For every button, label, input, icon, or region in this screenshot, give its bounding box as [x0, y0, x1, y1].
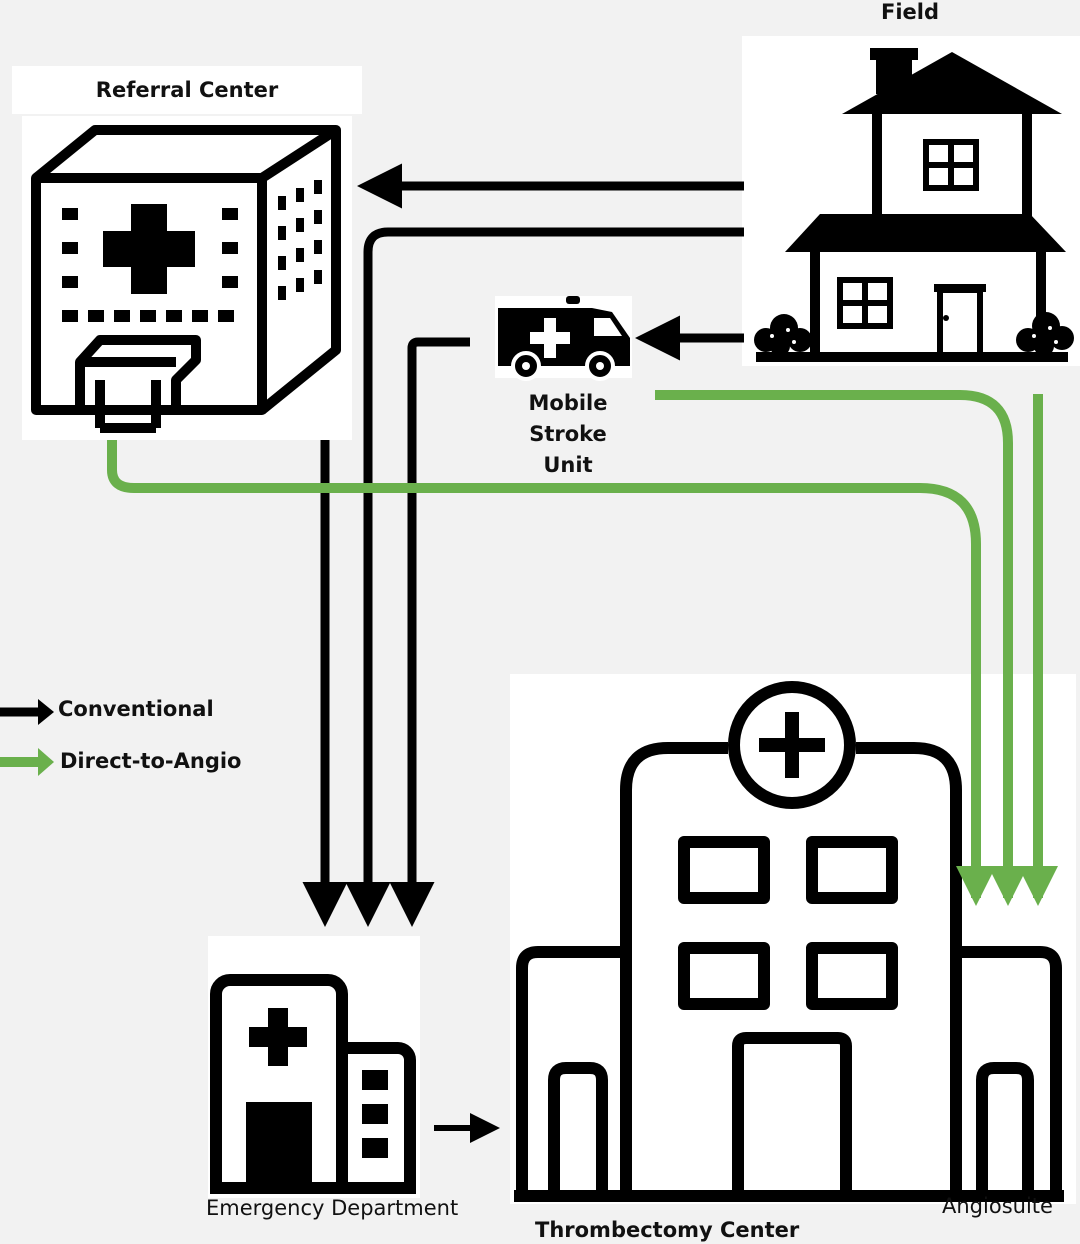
- thrombectomy-center-label: Thrombectomy Center: [535, 1218, 800, 1242]
- emergency-department-label: Emergency Department: [206, 1196, 459, 1220]
- arrow-field-to-ed: [345, 227, 744, 927]
- emergency-department-icon: [210, 974, 416, 1194]
- legend-direct-arrowhead: [38, 748, 54, 776]
- arrow-referral-to-angiosuite: [107, 440, 996, 906]
- direct-to-angio-arrows: [107, 390, 1058, 906]
- mobile-stroke-unit-label: Mobile Stroke Unit: [508, 388, 628, 481]
- referral-center-icon-details: [62, 180, 322, 322]
- referral-center-label: Referral Center: [95, 78, 279, 102]
- referral-label-panel: [12, 66, 362, 114]
- thrombectomy-cross-icon: [759, 712, 825, 778]
- arrow-msu-to-ed: [389, 337, 470, 927]
- angiosuite-label: Angiosuite: [942, 1194, 1053, 1218]
- legend-direct-label: Direct-to-Angio: [60, 749, 242, 773]
- field-label: Field: [880, 0, 940, 24]
- msu-label-line-3: Unit: [543, 453, 593, 477]
- arrow-msu-to-angiosuite: [655, 390, 1028, 906]
- legend-conventional-label: Conventional: [58, 697, 214, 721]
- msu-label-line-2: Stroke: [529, 422, 607, 446]
- legend-conventional-arrowhead: [38, 699, 54, 725]
- thrombectomy-center-icon: [514, 681, 1064, 1202]
- msu-label-line-1: Mobile: [528, 391, 608, 415]
- referral-center-icon: [31, 125, 341, 433]
- ambulance-icon: [498, 296, 630, 381]
- house-icon: [754, 48, 1074, 362]
- conventional-arrows: [302, 163, 744, 1143]
- legend: [0, 699, 54, 776]
